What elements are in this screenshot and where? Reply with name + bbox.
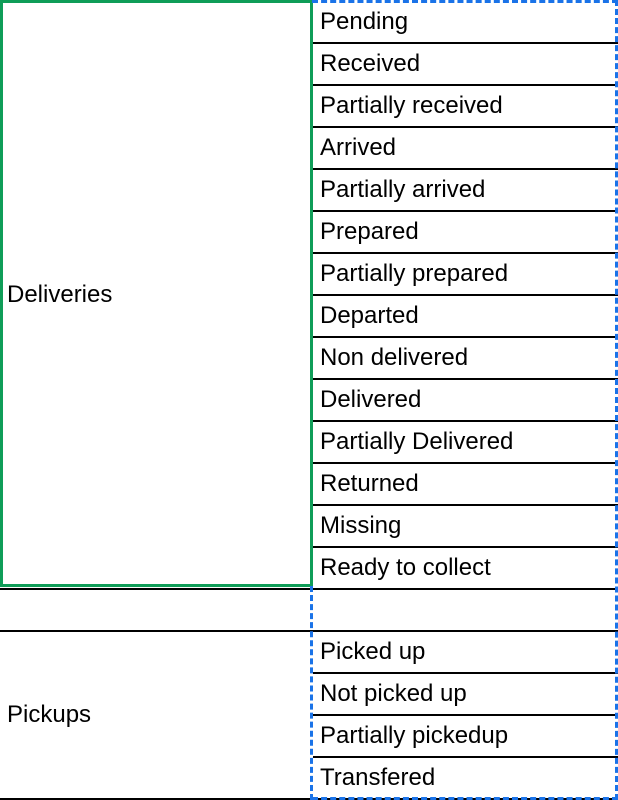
status-label: Missing [320,512,402,539]
deliveries-status-cell[interactable]: Received [313,44,618,84]
deliveries-status-cell[interactable]: Delivered [313,380,618,420]
grid-line [313,252,618,254]
status-label: Returned [320,470,419,497]
empty-row[interactable] [0,590,618,630]
deliveries-status-cell[interactable]: Partially received [313,86,618,126]
copy-range-border-top [312,0,618,3]
grid-line [313,168,618,170]
status-label: Partially prepared [320,260,509,287]
deliveries-group-cell[interactable]: Deliveries [0,0,312,588]
status-label: Not picked up [320,680,467,707]
pickups-status-cell[interactable]: Not picked up [313,674,618,714]
grid-line [313,294,618,296]
grid-line [313,336,618,338]
grid-line [313,210,618,212]
deliveries-status-cell[interactable]: Pending [313,2,618,42]
status-label: Received [320,50,421,77]
grid-line [313,42,618,44]
status-label: Ready to collect [320,554,491,581]
status-label: Arrived [320,134,397,161]
pickups-group-label: Pickups [7,701,92,728]
pickups-group-cell[interactable]: Pickups [0,632,312,798]
status-label: Delivered [320,386,422,413]
grid-line [313,546,618,548]
deliveries-status-cell[interactable]: Missing [313,506,618,546]
status-label: Pending [320,8,409,35]
grid-line [0,588,618,590]
grid-line [313,714,618,716]
grid-line [313,672,618,674]
status-label: Picked up [320,638,426,665]
pickups-status-cell[interactable]: Transfered [313,758,618,798]
deliveries-status-cell[interactable]: Partially prepared [313,254,618,294]
deliveries-group-label: Deliveries [7,281,113,308]
active-selection-border [0,0,313,587]
status-label: Departed [320,302,419,329]
grid-line [313,126,618,128]
deliveries-status-cell[interactable]: Departed [313,296,618,336]
grid-line [313,462,618,464]
deliveries-status-cell[interactable]: Returned [313,464,618,504]
pickups-status-cell[interactable]: Picked up [313,632,618,672]
deliveries-status-cell[interactable]: Prepared [313,212,618,252]
copy-range-border-right [615,0,618,800]
grid-line [313,756,618,758]
deliveries-status-cell[interactable]: Arrived [313,128,618,168]
copy-range-border-left [310,586,313,800]
status-label: Partially Delivered [320,428,514,455]
deliveries-status-cell[interactable]: Non delivered [313,338,618,378]
status-label: Non delivered [320,344,469,371]
grid-line [313,504,618,506]
status-label: Partially pickedup [320,722,509,749]
copy-range-border-bottom [312,797,618,800]
pickups-status-cell[interactable]: Partially pickedup [313,716,618,756]
grid-line [313,84,618,86]
status-label: Prepared [320,218,419,245]
grid-line [313,378,618,380]
status-label: Partially arrived [320,176,486,203]
deliveries-status-cell[interactable]: Partially Delivered [313,422,618,462]
grid-line [313,420,618,422]
status-label: Transfered [320,764,436,791]
deliveries-status-cell[interactable]: Ready to collect [313,548,618,588]
status-label: Partially received [320,92,503,119]
grid-line [0,798,618,800]
deliveries-status-cell[interactable]: Partially arrived [313,170,618,210]
grid-line [0,630,618,632]
